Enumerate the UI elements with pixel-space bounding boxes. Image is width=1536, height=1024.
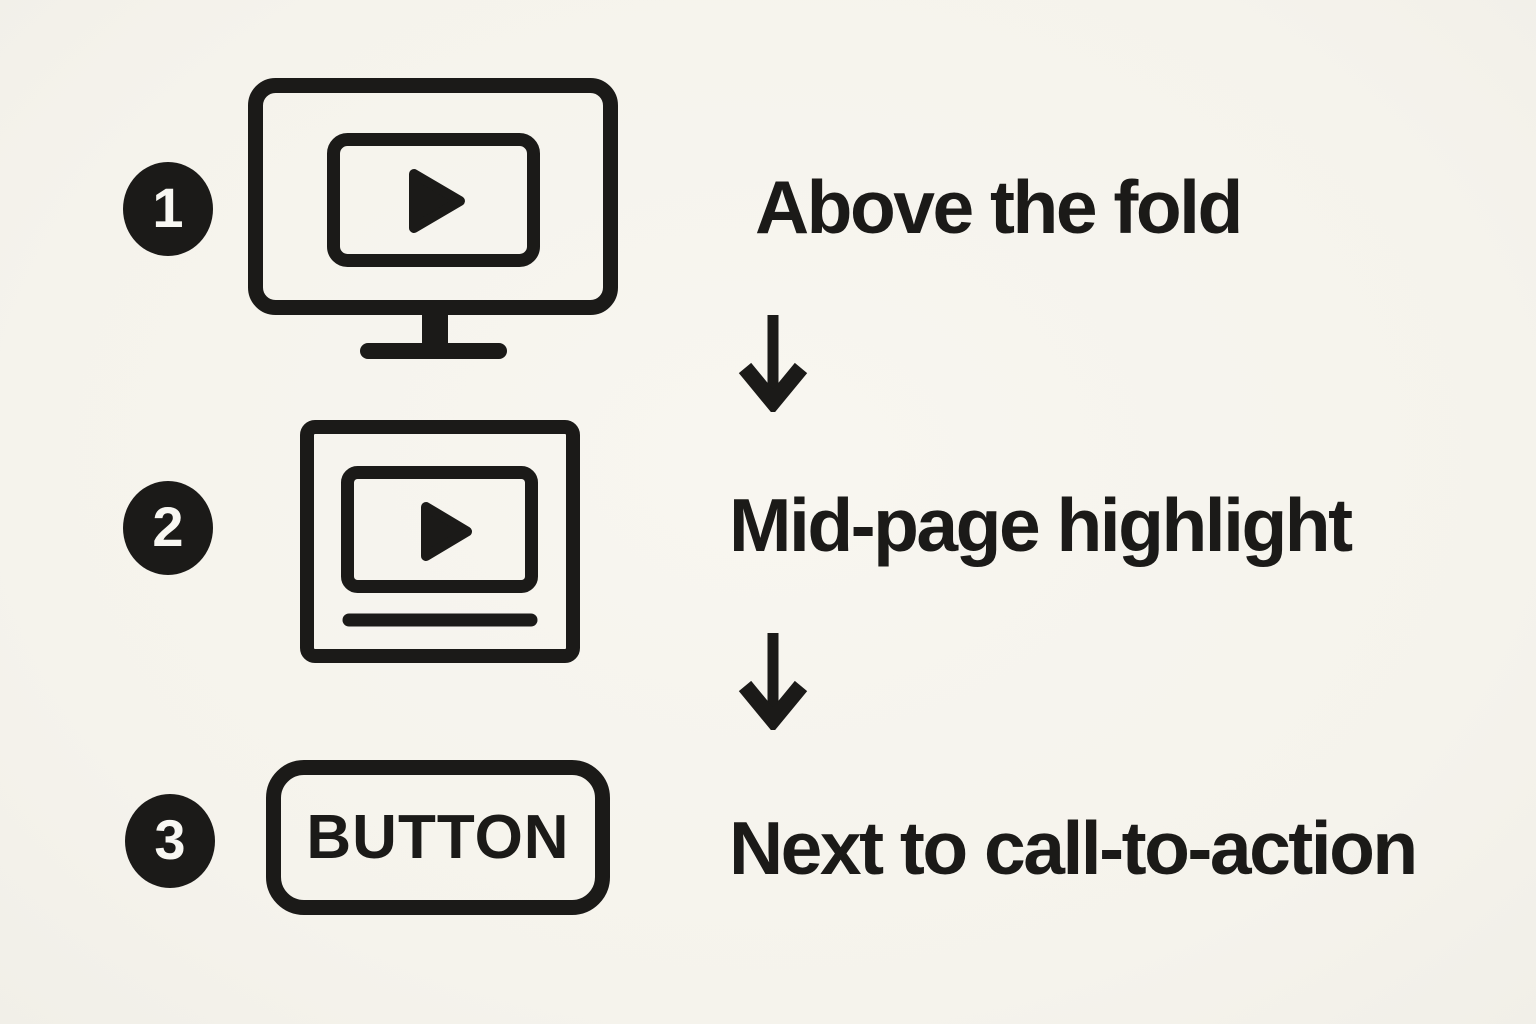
desktop-monitor-video-icon [248, 78, 618, 359]
step-2-number: 2 [152, 495, 184, 558]
step-3-label: Next to call-to-action [729, 806, 1418, 890]
down-arrow-icon [738, 633, 808, 730]
down-arrow-icon [738, 315, 808, 412]
step-1-number: 1 [152, 176, 184, 239]
cta-button-label: BUTTON [306, 802, 570, 872]
cta-button-icon: BUTTON [266, 760, 610, 915]
step-1-label: Above the fold [755, 165, 1243, 249]
step-3-number: 3 [154, 808, 186, 871]
step-2-label: Mid-page highlight [729, 483, 1353, 567]
embedded-video-card-icon [300, 420, 580, 663]
step-1-number-badge: 1 [123, 162, 213, 256]
step-3-number-badge: 3 [125, 794, 215, 888]
step-2-number-badge: 2 [123, 481, 213, 575]
